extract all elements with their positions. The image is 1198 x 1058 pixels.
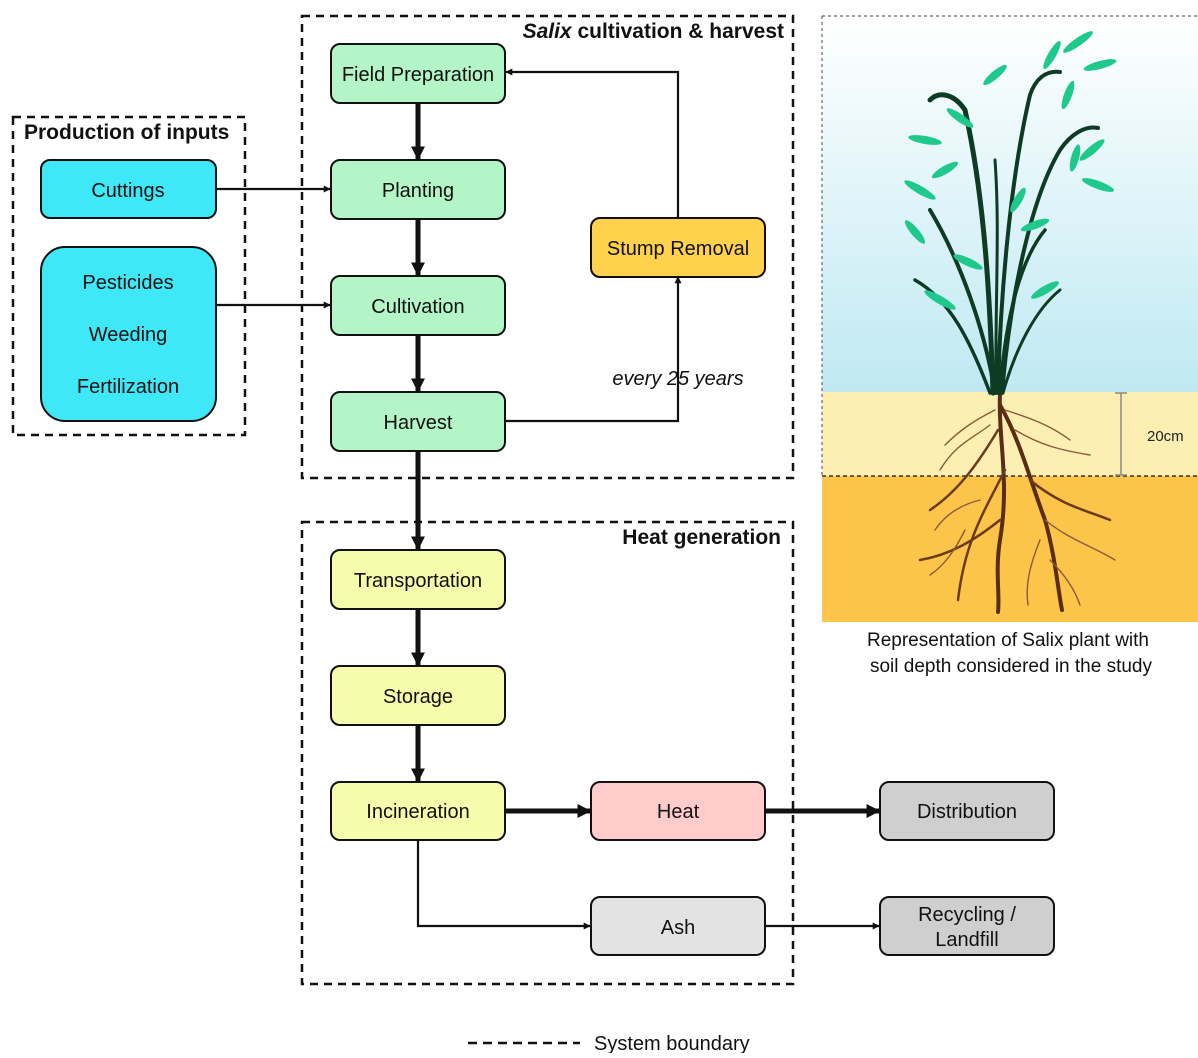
salix-plant-illustration: 20cm <box>821 15 1198 677</box>
plant-leaves <box>904 31 1117 310</box>
svg-text:Distribution: Distribution <box>917 801 1017 823</box>
plant-stems <box>913 69 1100 396</box>
plant-roots <box>918 391 1116 614</box>
label-recycling: Recycling / <box>918 904 1016 926</box>
boundary-title-salix: Salix cultivation & harvest <box>523 20 784 43</box>
boundary-production-of-inputs: Production of inputs <box>11 115 247 437</box>
edge-stump-removal-to-field <box>505 68 680 218</box>
legend-label: System boundary <box>594 1033 750 1053</box>
legend: System boundary <box>468 1033 750 1055</box>
svg-text:Cultivation: Cultivation <box>371 296 464 318</box>
node-storage: Storage <box>330 665 506 726</box>
node-incineration: Incineration <box>330 781 506 841</box>
node-harvest: Harvest <box>330 391 506 452</box>
node-recycling-landfill: Recycling / Landfill <box>879 896 1055 956</box>
svg-text:Transportation: Transportation <box>354 570 482 592</box>
svg-text:Field Preparation: Field Preparation <box>342 64 494 86</box>
node-transportation: Transportation <box>330 549 506 610</box>
boundary-salix-cultivation: Salix cultivation & harvest <box>300 14 795 480</box>
label-landfill: Landfill <box>935 929 998 951</box>
svg-text:Harvest: Harvest <box>384 412 453 434</box>
svg-text:Cuttings: Cuttings <box>91 180 164 202</box>
label-fertilization: Fertilization <box>77 376 179 398</box>
node-planting: Planting <box>330 159 506 220</box>
illustration-caption-line1: Representation of Salix plant with <box>867 630 1149 651</box>
edge-harvest-to-stump-removal <box>505 276 682 423</box>
svg-text:Ash: Ash <box>661 917 695 939</box>
node-pesticides-weeding-fertilization: Pesticides Weeding Fertilization <box>40 246 217 422</box>
svg-text:Planting: Planting <box>382 180 454 202</box>
svg-text:Stump Removal: Stump Removal <box>607 238 749 260</box>
topsoil-layer <box>822 392 1198 476</box>
node-ash: Ash <box>590 896 766 956</box>
depth-label: 20cm <box>1147 428 1184 445</box>
boundary-title-heat: Heat generation <box>622 526 781 549</box>
node-cultivation: Cultivation <box>330 275 506 336</box>
subsoil-layer <box>822 476 1198 622</box>
svg-text:Heat: Heat <box>657 801 700 823</box>
node-cuttings: Cuttings <box>40 159 217 219</box>
label-pesticides: Pesticides <box>82 272 173 294</box>
boundary-title-inputs: Production of inputs <box>24 121 229 144</box>
boundary-heat-generation: Heat generation <box>300 520 795 986</box>
edges <box>217 68 881 930</box>
svg-text:Incineration: Incineration <box>366 801 469 823</box>
node-heat: Heat <box>590 781 766 841</box>
svg-text:Storage: Storage <box>383 686 453 708</box>
edge-incineration-to-ash <box>416 840 591 930</box>
node-distribution: Distribution <box>879 781 1055 841</box>
illustration-caption-line2: soil depth considered in the study <box>870 656 1153 677</box>
node-field-preparation: Field Preparation <box>330 43 506 104</box>
edge-label-every-25-years: every 25 years <box>612 368 743 390</box>
node-stump-removal: Stump Removal <box>590 217 766 278</box>
label-weeding: Weeding <box>89 324 168 346</box>
